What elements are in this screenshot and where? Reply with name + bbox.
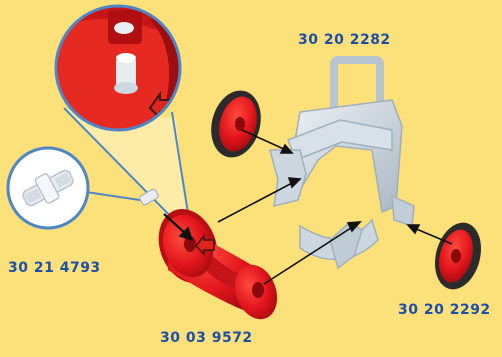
part-number-holder-frame: 30 20 2282: [298, 32, 391, 48]
part-number-wheel: 30 20 2292: [398, 302, 491, 318]
magnifier-detail-icon: [56, 6, 180, 130]
wheel-bottom-right: [428, 217, 488, 294]
part-number-front-roller: 30 03 9572: [160, 330, 253, 346]
wheel-top-left: [204, 85, 268, 163]
part-number-connector-pin: 30 21 4793: [8, 260, 101, 276]
holder-frame-part: [270, 60, 414, 268]
